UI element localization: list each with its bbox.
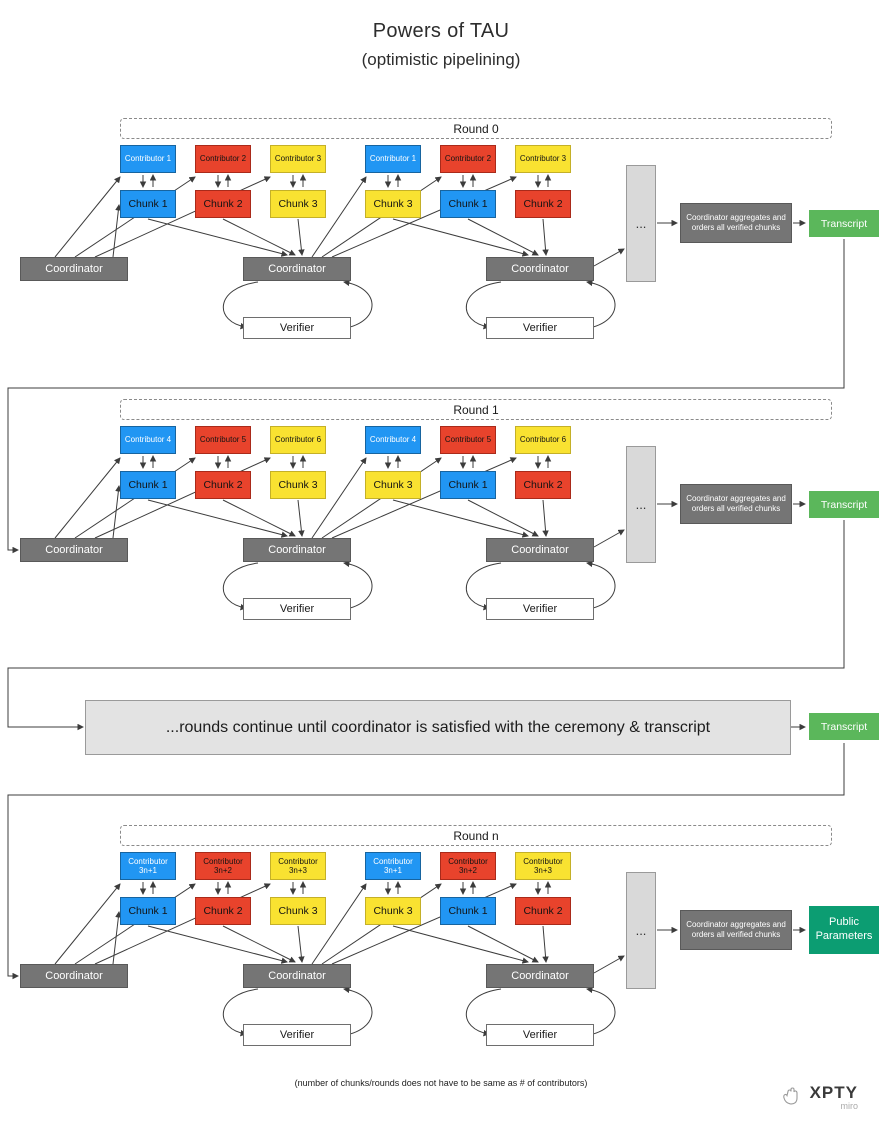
chunk-box: Chunk 3 [270,471,326,499]
chunk-box: Chunk 1 [120,471,176,499]
chunk-box: Chunk 3 [270,897,326,925]
contributor-box: Contributor 2 [195,145,251,173]
chunk-box: Chunk 1 [440,897,496,925]
round-0-section: Round 0 Contributor 1 Contributor 2 Cont… [0,0,882,346]
ellipsis-column: ... [626,872,656,989]
verifier-box: Verifier [486,317,594,339]
round-1-section: Round 1 Contributor 4 Contributor 5 Cont… [0,281,882,627]
contributor-box: Contributor 6 [270,426,326,454]
chunk-box: Chunk 1 [120,190,176,218]
chunk-box: Chunk 3 [270,190,326,218]
chunk-box: Chunk 3 [365,190,421,218]
title-block: Powers of TAU (optimistic pipelining) [0,20,882,70]
chunk-box: Chunk 2 [195,190,251,218]
coordinator-box: Coordinator [20,538,128,562]
coordinator-box: Coordinator [486,257,594,281]
transcript-box: Transcript [808,490,880,519]
coordinator-box: Coordinator [243,257,351,281]
aggregates-box: Coordinator aggregates and orders all ve… [680,910,792,950]
verifier-box: Verifier [243,317,351,339]
contributor-box: Contributor 3 [270,145,326,173]
contributor-box: Contributor 4 [365,426,421,454]
ellipsis-column: ... [626,446,656,563]
chunk-box: Chunk 2 [195,471,251,499]
round-frame: Round 1 [120,399,832,420]
ellipsis-column: ... [626,165,656,282]
public-parameters-box: Public Parameters [808,905,880,955]
diagram-subtitle: (optimistic pipelining) [361,50,521,69]
round-title: Round 1 [453,402,499,417]
coordinator-box: Coordinator [486,538,594,562]
miro-hand-icon [782,1087,798,1105]
contributor-box: Contributor 1 [365,145,421,173]
coordinator-box: Coordinator [243,964,351,988]
brand-mark: XPTY miro [780,1083,858,1111]
contributor-box: Contributor 2 [440,145,496,173]
chunk-box: Chunk 1 [120,897,176,925]
contributor-box: Contributor 3 [515,145,571,173]
aggregates-box: Coordinator aggregates and orders all ve… [680,203,792,243]
contributor-box: Contributor 5 [195,426,251,454]
brand-sub: miro [840,1101,859,1111]
footnote: (number of chunks/rounds does not have t… [294,1078,588,1088]
contributor-box: Contributor 3n+1 [365,852,421,880]
chunk-box: Chunk 2 [515,190,571,218]
round-n-section: Round n Contributor 3n+1 Contributor 3n+… [0,707,882,1053]
transcript-box: Transcript [808,209,880,238]
contributor-box: Contributor 3n+1 [120,852,176,880]
coordinator-box: Coordinator [20,257,128,281]
contributor-box: Contributor 6 [515,426,571,454]
chunk-box: Chunk 2 [515,897,571,925]
continuation-banner: ...rounds continue until coordinator is … [85,700,791,755]
contributor-box: Contributor 3n+3 [270,852,326,880]
round-title: Round n [453,828,499,843]
transcript-box: Transcript [808,712,880,741]
diagram-title: Powers of TAU [372,20,510,42]
round-title: Round 0 [453,121,499,136]
verifier-box: Verifier [243,598,351,620]
chunk-box: Chunk 1 [440,190,496,218]
verifier-box: Verifier [243,1024,351,1046]
contributor-box: Contributor 3n+2 [195,852,251,880]
verifier-box: Verifier [486,598,594,620]
chunk-box: Chunk 3 [365,471,421,499]
aggregates-box: Coordinator aggregates and orders all ve… [680,484,792,524]
contributor-box: Contributor 5 [440,426,496,454]
coordinator-box: Coordinator [20,964,128,988]
contributor-box: Contributor 3n+2 [440,852,496,880]
chunk-box: Chunk 1 [440,471,496,499]
coordinator-box: Coordinator [486,964,594,988]
round-frame: Round n [120,825,832,846]
coordinator-box: Coordinator [243,538,351,562]
verifier-box: Verifier [486,1024,594,1046]
contributor-box: Contributor 3n+3 [515,852,571,880]
contributor-box: Contributor 4 [120,426,176,454]
chunk-box: Chunk 2 [195,897,251,925]
round-frame: Round 0 [120,118,832,139]
contributor-box: Contributor 1 [120,145,176,173]
chunk-box: Chunk 2 [515,471,571,499]
brand-name: XPTY [809,1083,858,1102]
chunk-box: Chunk 3 [365,897,421,925]
